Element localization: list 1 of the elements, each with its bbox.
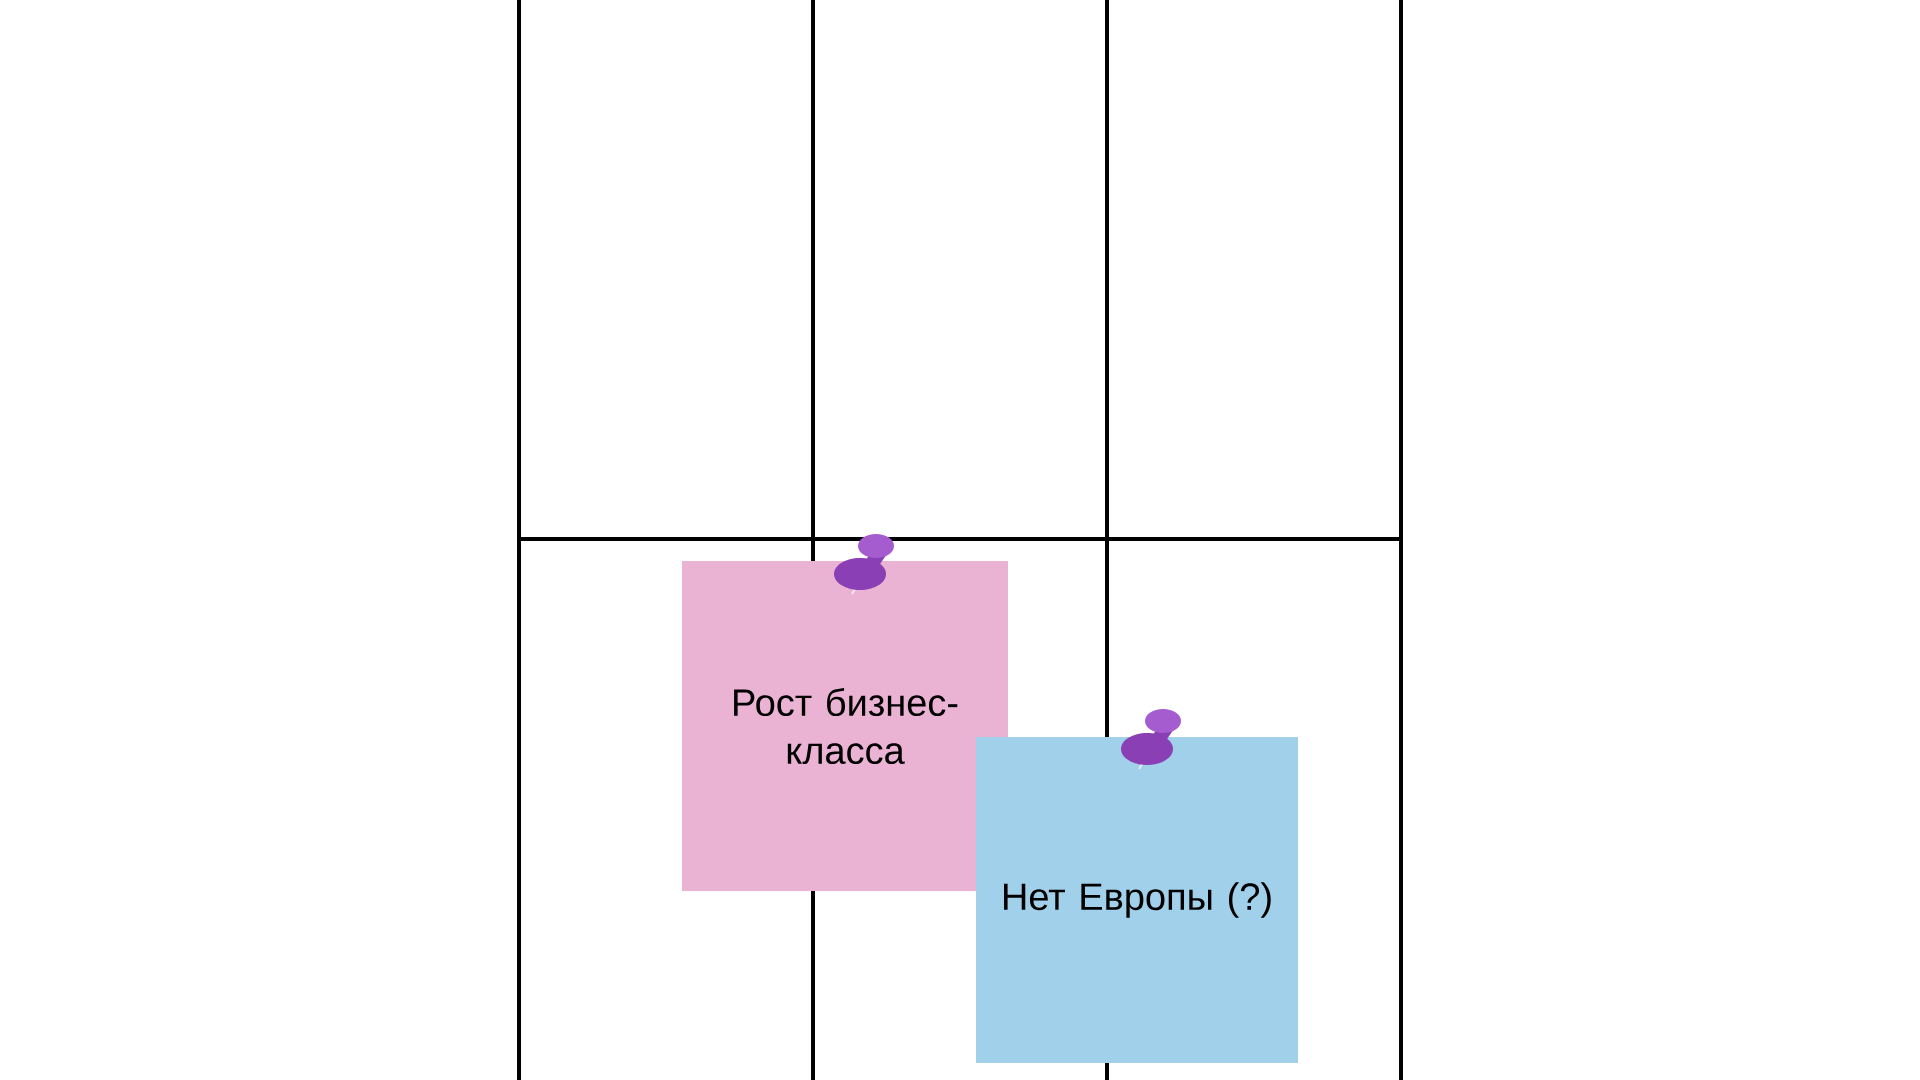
sticky-note: Нет Европы (?) <box>976 737 1298 1063</box>
